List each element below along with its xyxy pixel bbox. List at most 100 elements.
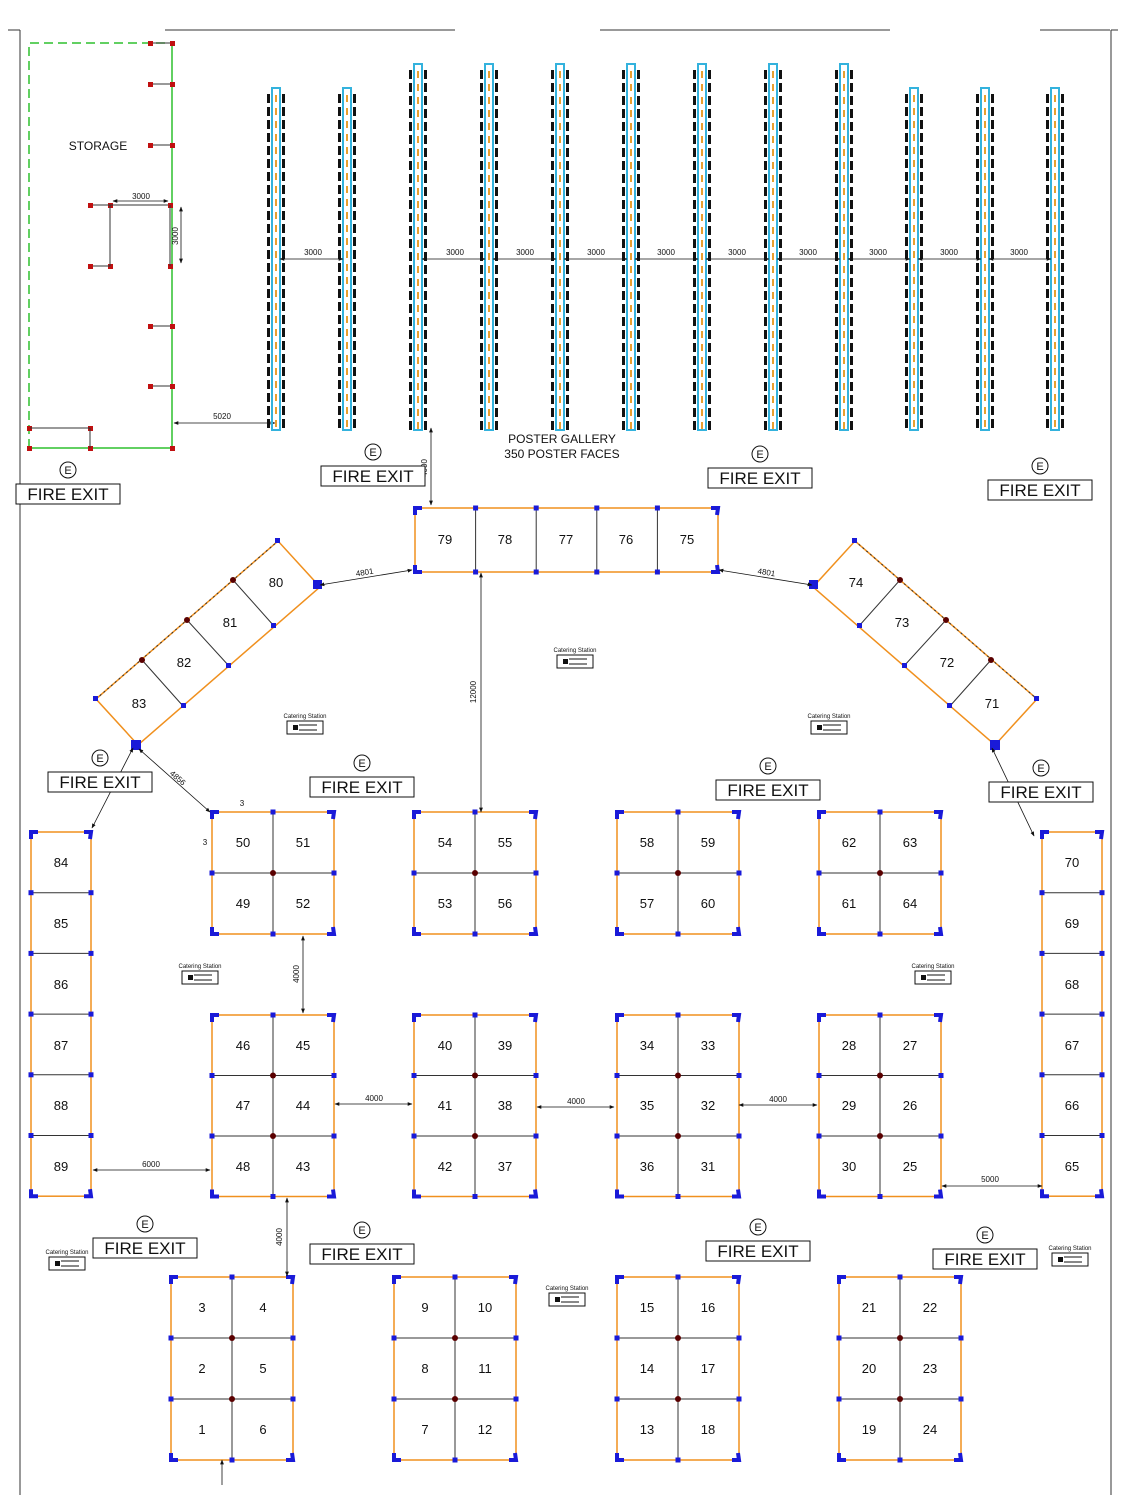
- booth-18[interactable]: 18: [701, 1422, 715, 1437]
- booth-67[interactable]: 67: [1065, 1038, 1079, 1053]
- booth-26[interactable]: 26: [903, 1098, 917, 1113]
- booth-19[interactable]: 19: [862, 1422, 876, 1437]
- booth-74[interactable]: 74: [849, 575, 863, 590]
- booth-72[interactable]: 72: [940, 655, 954, 670]
- booth-58[interactable]: 58: [640, 835, 654, 850]
- booth-66[interactable]: 66: [1065, 1098, 1079, 1113]
- exit-symbol-letter: E: [358, 758, 365, 770]
- booth-36[interactable]: 36: [640, 1159, 654, 1174]
- booth-63[interactable]: 63: [903, 835, 917, 850]
- booth-5[interactable]: 5: [259, 1361, 266, 1376]
- booth-79[interactable]: 79: [438, 532, 452, 547]
- booth-80[interactable]: 80: [269, 575, 283, 590]
- booth-4[interactable]: 4: [259, 1300, 266, 1315]
- booth-87[interactable]: 87: [54, 1038, 68, 1053]
- booth-52[interactable]: 52: [296, 896, 310, 911]
- booth-46[interactable]: 46: [236, 1038, 250, 1053]
- booth-14[interactable]: 14: [640, 1361, 654, 1376]
- booth-31[interactable]: 31: [701, 1159, 715, 1174]
- booth-24[interactable]: 24: [923, 1422, 937, 1437]
- booth-39[interactable]: 39: [498, 1038, 512, 1053]
- booth-17[interactable]: 17: [701, 1361, 715, 1376]
- booth-57[interactable]: 57: [640, 896, 654, 911]
- booth-62[interactable]: 62: [842, 835, 856, 850]
- booth-3[interactable]: 3: [198, 1300, 205, 1315]
- booth-29[interactable]: 29: [842, 1098, 856, 1113]
- booth-77[interactable]: 77: [559, 532, 573, 547]
- booth-73[interactable]: 73: [895, 615, 909, 630]
- booth-42[interactable]: 42: [438, 1159, 452, 1174]
- booth-20[interactable]: 20: [862, 1361, 876, 1376]
- booth-78[interactable]: 78: [498, 532, 512, 547]
- booth-9[interactable]: 9: [421, 1300, 428, 1315]
- booth-76[interactable]: 76: [619, 532, 633, 547]
- booth-60[interactable]: 60: [701, 896, 715, 911]
- booth-43[interactable]: 43: [296, 1159, 310, 1174]
- booth-53[interactable]: 53: [438, 896, 452, 911]
- booth-68[interactable]: 68: [1065, 977, 1079, 992]
- booth-48[interactable]: 48: [236, 1159, 250, 1174]
- booth-35[interactable]: 35: [640, 1098, 654, 1113]
- booth-21[interactable]: 21: [862, 1300, 876, 1315]
- booth-15[interactable]: 15: [640, 1300, 654, 1315]
- booth-40[interactable]: 40: [438, 1038, 452, 1053]
- booth-23[interactable]: 23: [923, 1361, 937, 1376]
- booth-45[interactable]: 45: [296, 1038, 310, 1053]
- booth-49[interactable]: 49: [236, 896, 250, 911]
- booth-block-upper-2: [411, 809, 539, 937]
- booth-column-right: [1039, 830, 1105, 1199]
- fire-exit-sign: E FIRE EXIT: [92, 1215, 198, 1259]
- dim-right-bottom: 5000: [981, 1175, 999, 1184]
- booth-34[interactable]: 34: [640, 1038, 654, 1053]
- booth-33[interactable]: 33: [701, 1038, 715, 1053]
- booth-37[interactable]: 37: [498, 1159, 512, 1174]
- booth-27[interactable]: 27: [903, 1038, 917, 1053]
- booth-28[interactable]: 28: [842, 1038, 856, 1053]
- booth-1[interactable]: 1: [198, 1422, 205, 1437]
- booth-30[interactable]: 30: [842, 1159, 856, 1174]
- booth-54[interactable]: 54: [438, 835, 452, 850]
- fire-exit-label: FIRE EXIT: [104, 1239, 185, 1258]
- booth-71[interactable]: 71: [985, 696, 999, 711]
- booth-83[interactable]: 83: [132, 696, 146, 711]
- booth-81[interactable]: 81: [223, 615, 237, 630]
- booth-75[interactable]: 75: [680, 532, 694, 547]
- booth-7[interactable]: 7: [421, 1422, 428, 1437]
- booth-51[interactable]: 51: [296, 835, 310, 850]
- exit-symbol-icon: [759, 757, 777, 775]
- booth-32[interactable]: 32: [701, 1098, 715, 1113]
- booth-6[interactable]: 6: [259, 1422, 266, 1437]
- booth-69[interactable]: 69: [1065, 916, 1079, 931]
- booth-88[interactable]: 88: [54, 1098, 68, 1113]
- booth-11[interactable]: 11: [478, 1361, 492, 1376]
- booth-8[interactable]: 8: [421, 1361, 428, 1376]
- booth-50[interactable]: 50: [236, 835, 250, 850]
- booth-64[interactable]: 64: [903, 896, 917, 911]
- booth-82[interactable]: 82: [177, 655, 191, 670]
- booth-13[interactable]: 13: [640, 1422, 654, 1437]
- booth-2[interactable]: 2: [198, 1361, 205, 1376]
- booth-25[interactable]: 25: [903, 1159, 917, 1174]
- booth-85[interactable]: 85: [54, 916, 68, 931]
- booth-56[interactable]: 56: [498, 896, 512, 911]
- booth-12[interactable]: 12: [478, 1422, 492, 1437]
- booth-55[interactable]: 55: [498, 835, 512, 850]
- booth-59[interactable]: 59: [701, 835, 715, 850]
- booth-10[interactable]: 10: [478, 1300, 492, 1315]
- booth-61[interactable]: 61: [842, 896, 856, 911]
- booth-44[interactable]: 44: [296, 1098, 310, 1113]
- booth-89[interactable]: 89: [54, 1159, 68, 1174]
- booth-41[interactable]: 41: [438, 1098, 452, 1113]
- booth-22[interactable]: 22: [923, 1300, 937, 1315]
- booth-84[interactable]: 84: [54, 855, 68, 870]
- exit-symbol-letter: E: [141, 1219, 148, 1231]
- booth-65[interactable]: 65: [1065, 1159, 1079, 1174]
- booth-86[interactable]: 86: [54, 977, 68, 992]
- booth-70[interactable]: 70: [1065, 855, 1079, 870]
- booth-38[interactable]: 38: [498, 1098, 512, 1113]
- booth-47[interactable]: 47: [236, 1098, 250, 1113]
- catering-station: Catering Station: [807, 714, 851, 735]
- booth-16[interactable]: 16: [701, 1300, 715, 1315]
- gallery-spacing-label: 3000: [940, 248, 958, 257]
